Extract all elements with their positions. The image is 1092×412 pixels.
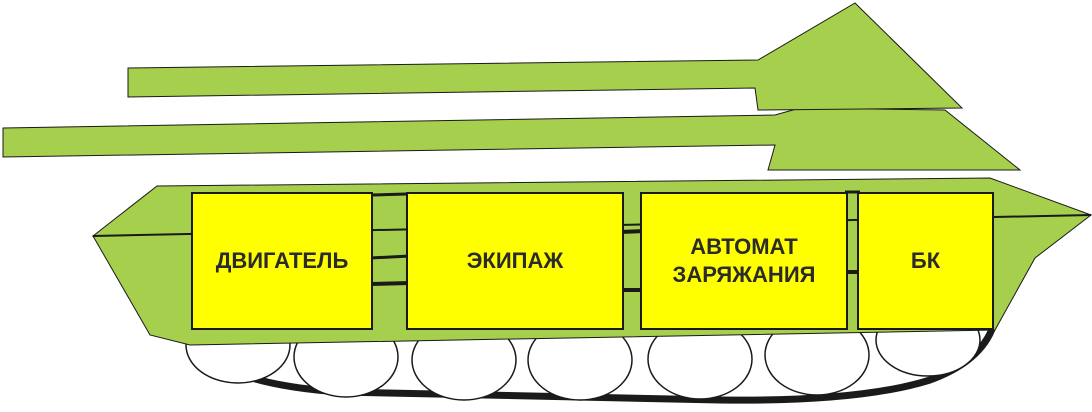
gun-barrel-lower: [2, 107, 1022, 171]
compartment-crew-label: ЭКИПАЖ: [466, 248, 564, 273]
compartment-autoloader-label: АВТОМАТ ЗАРЯЖАНИЯ: [672, 234, 816, 287]
compartment-ammo: БК: [857, 192, 994, 330]
compartment-engine: ДВИГАТЕЛЬ: [191, 192, 373, 330]
compartment-crew: ЭКИПАЖ: [406, 192, 624, 330]
compartment-engine-label: ДВИГАТЕЛЬ: [215, 248, 349, 273]
gun-barrel-upper: [127, 2, 964, 111]
compartment-ammo-label: БК: [910, 248, 941, 273]
compartment-autoloader: АВТОМАТ ЗАРЯЖАНИЯ: [640, 192, 848, 330]
